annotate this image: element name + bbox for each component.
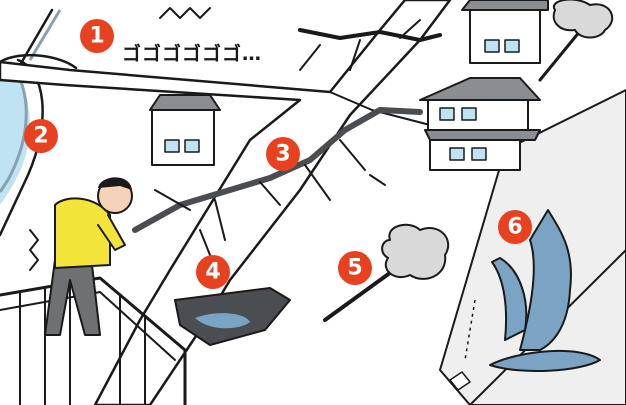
badge-4: 4 — [196, 255, 230, 289]
sinkhole — [174, 287, 291, 346]
railing — [0, 276, 187, 405]
svg-text:1: 1 — [89, 24, 104, 49]
badge-2: 2 — [24, 119, 58, 153]
tree-top-right — [538, 0, 614, 82]
house-two-story — [419, 77, 541, 171]
badge-5: 5 — [338, 251, 372, 285]
svg-text:6: 6 — [507, 215, 522, 240]
svg-text:4: 4 — [205, 260, 220, 285]
badge-6: 6 — [498, 210, 532, 244]
svg-text:3: 3 — [275, 142, 290, 167]
rumble-sound-text: ゴゴゴゴゴゴ… — [122, 42, 262, 65]
svg-text:5: 5 — [347, 256, 362, 281]
house-top — [461, 0, 549, 64]
spring-water — [449, 209, 601, 391]
fallen-tree — [323, 223, 450, 322]
badge-3: 3 — [266, 137, 300, 171]
badge-1: 1 — [80, 19, 114, 53]
svg-text:2: 2 — [33, 124, 48, 149]
house-middle — [149, 94, 221, 166]
person-listening — [29, 177, 133, 336]
rumble-zigzag — [159, 7, 211, 19]
